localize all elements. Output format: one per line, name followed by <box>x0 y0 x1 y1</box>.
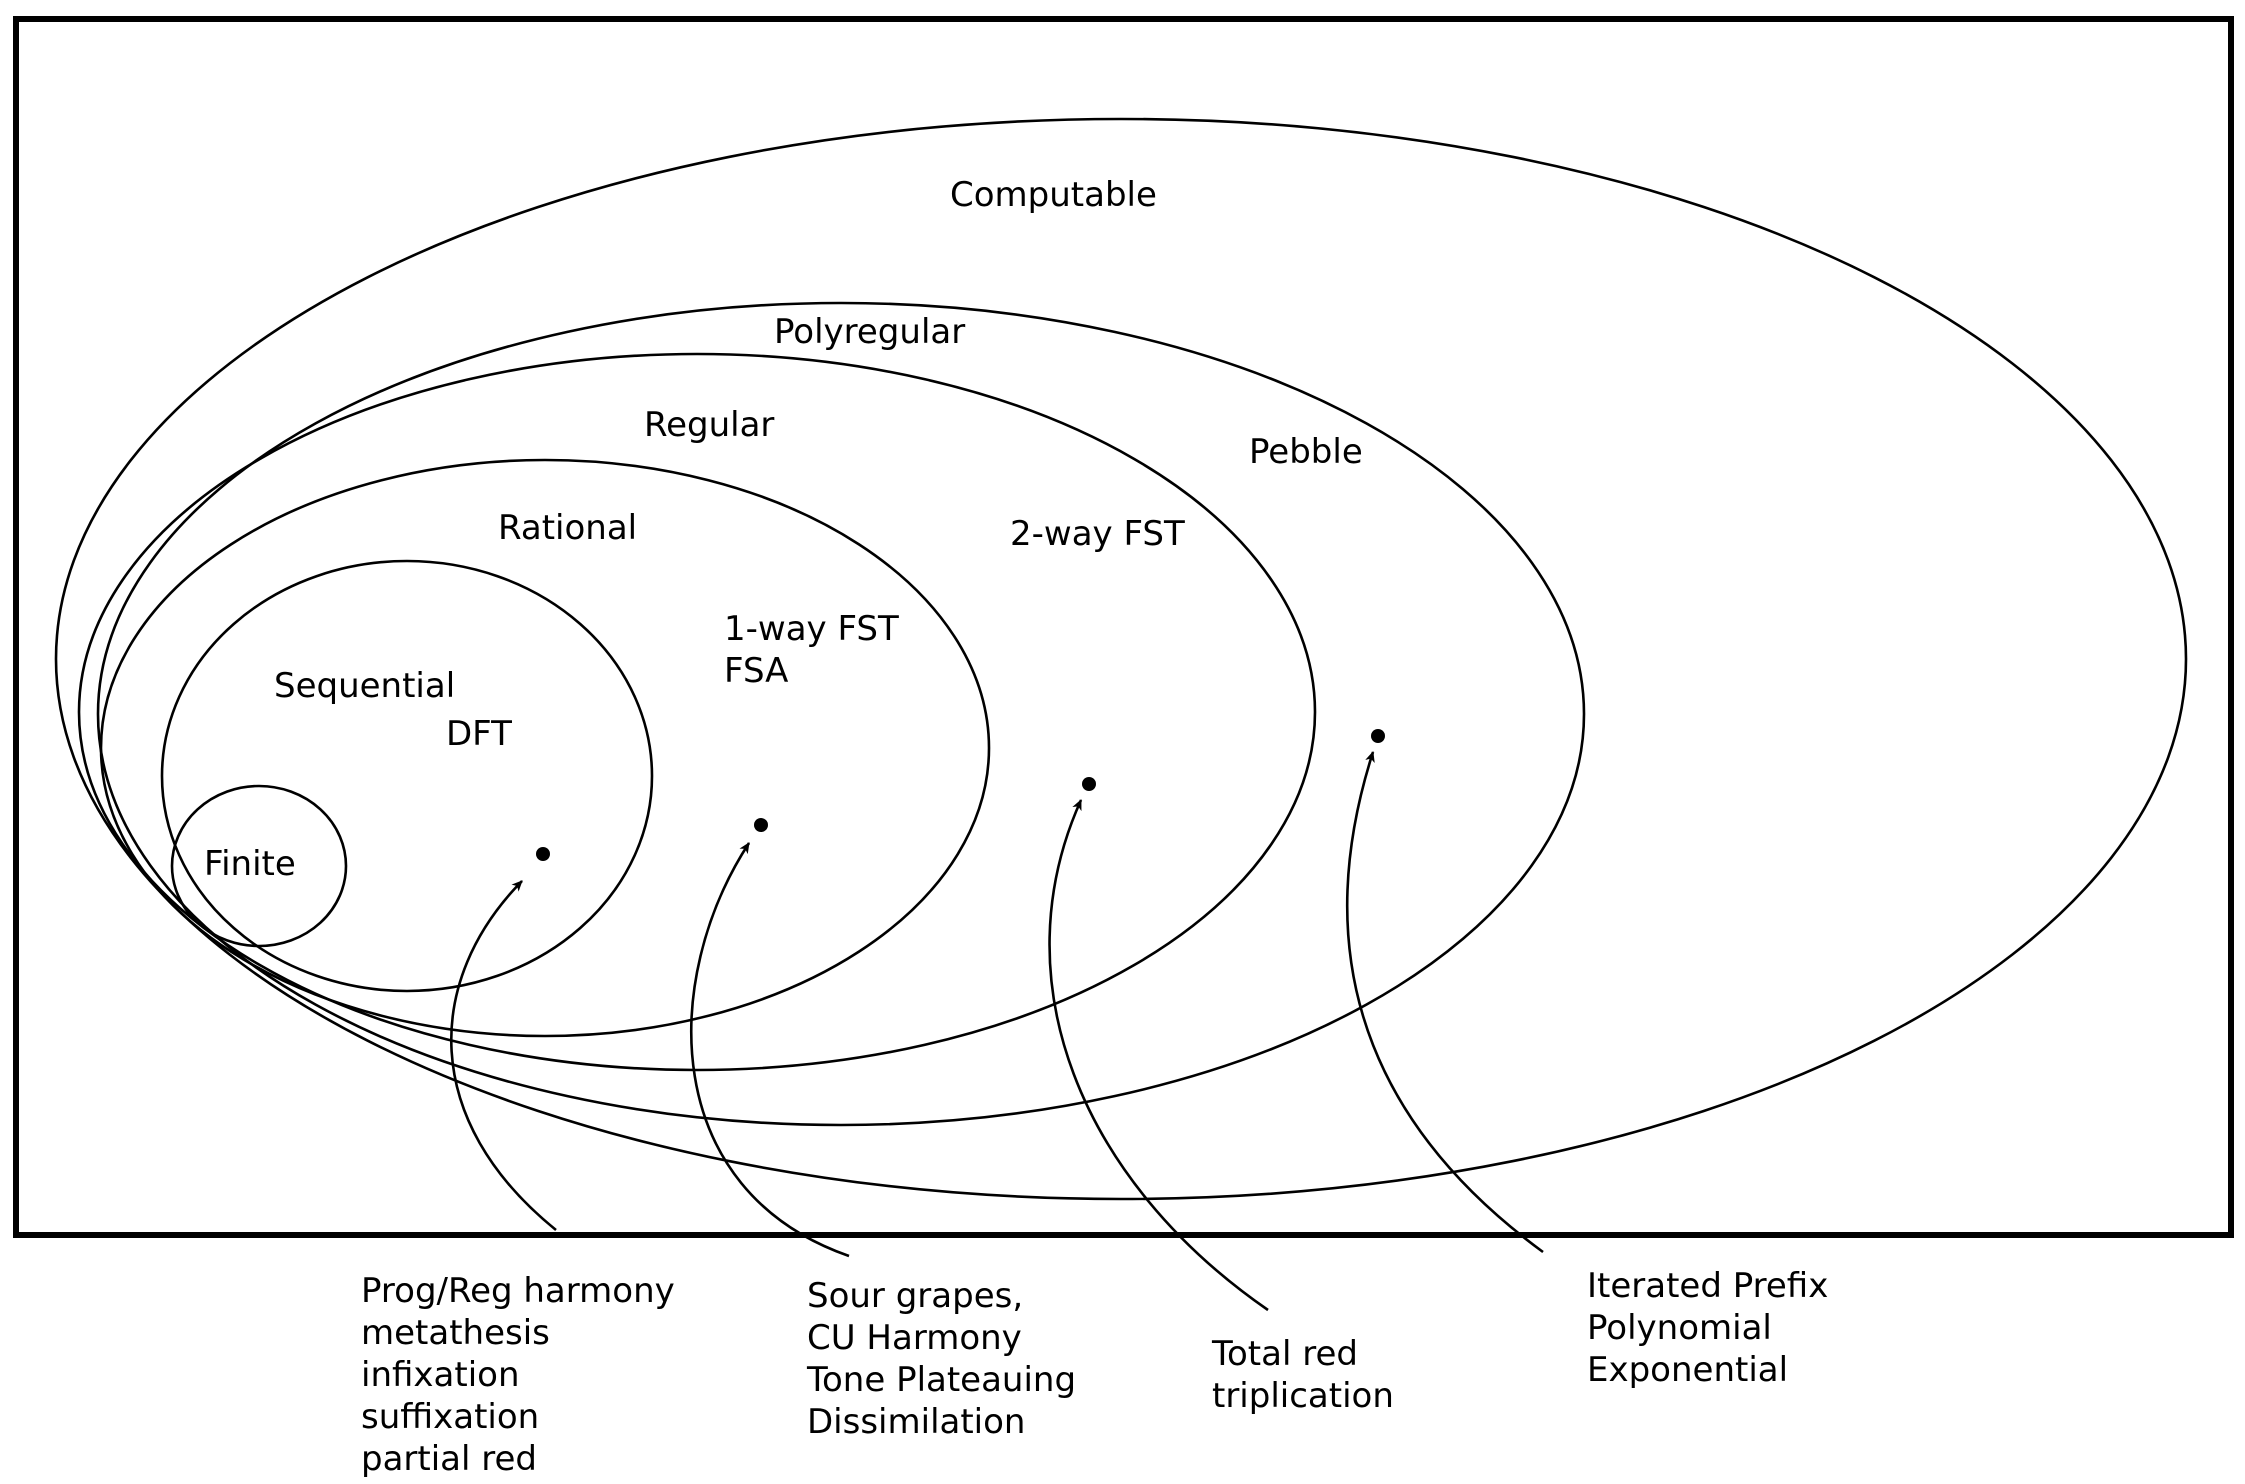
one-way-fst-label: 1-way FST <box>724 609 899 649</box>
sequential-ellipse <box>160 559 654 993</box>
regular-ellipse <box>77 352 1317 1072</box>
pebble-label: Pebble <box>1249 432 1363 472</box>
polyregular-label: Polyregular <box>774 312 965 352</box>
sequential-example-dot <box>536 847 550 861</box>
sequential-example-arrow <box>450 880 557 1232</box>
sequential-label: Sequential <box>274 666 455 706</box>
regular-example-1: Total red <box>1211 1334 1358 1374</box>
polyregular-example-1: Iterated Prefix <box>1587 1266 1828 1306</box>
regular-label: Regular <box>644 405 774 445</box>
rational-example-arrow <box>690 842 850 1258</box>
computable-ellipse <box>54 117 2188 1201</box>
sequential-example-2: metathesis <box>361 1313 550 1353</box>
polyregular-example-3: Exponential <box>1587 1350 1788 1390</box>
polyregular-ellipse <box>96 301 1586 1127</box>
rational-example-4: Dissimilation <box>807 1402 1025 1442</box>
polyregular-examples: Iterated Prefix Polynomial Exponential <box>1587 1266 1839 1390</box>
dft-label: DFT <box>446 714 512 754</box>
sequential-examples: Prog/Reg harmony metathesis infixation s… <box>361 1271 686 1479</box>
sequential-example-5: partial red <box>361 1439 537 1479</box>
sequential-example-4: suffixation <box>361 1397 539 1437</box>
two-way-fst-label: 2-way FST <box>1010 514 1185 554</box>
rational-example-3: Tone Plateauing <box>806 1360 1076 1400</box>
polyregular-example-2: Polynomial <box>1587 1308 1772 1348</box>
polyregular-example-dot <box>1371 729 1385 743</box>
regular-examples: Total red triplication <box>1211 1334 1394 1416</box>
computable-label: Computable <box>950 175 1157 215</box>
fsa-label: FSA <box>724 651 788 691</box>
sequential-example-1: Prog/Reg harmony <box>361 1271 675 1311</box>
rational-ellipse <box>99 458 991 1038</box>
rational-example-2: CU Harmony <box>807 1318 1022 1358</box>
diagram-frame <box>13 16 2234 1238</box>
rational-example-1: Sour grapes, <box>807 1276 1023 1316</box>
rational-label: Rational <box>498 508 637 548</box>
regular-example-2: triplication <box>1212 1376 1394 1416</box>
regular-example-arrow <box>1048 799 1269 1312</box>
rational-example-dot <box>754 818 768 832</box>
regular-example-dot <box>1082 777 1096 791</box>
rational-examples: Sour grapes, CU Harmony Tone Plateauing … <box>806 1276 1087 1442</box>
finite-ellipse <box>170 784 348 948</box>
finite-label: Finite <box>204 844 296 884</box>
polyregular-example-arrow <box>1345 751 1544 1254</box>
sequential-example-3: infixation <box>361 1355 520 1395</box>
